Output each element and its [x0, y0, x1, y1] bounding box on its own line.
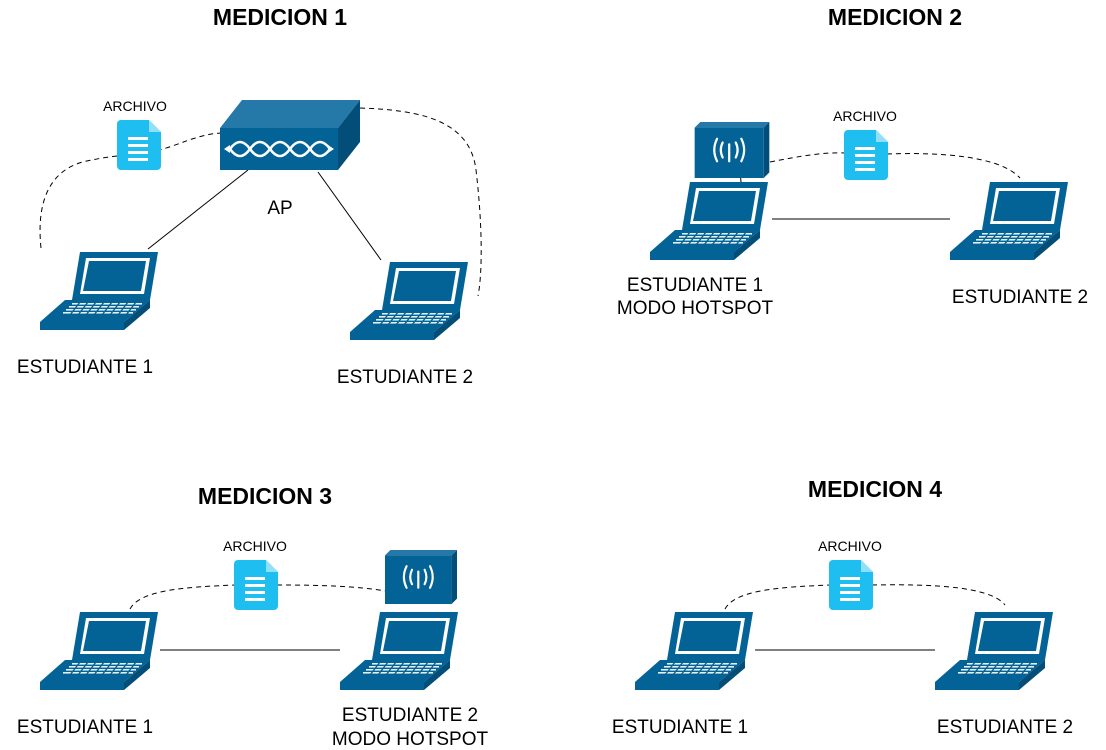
panel-title: MEDICION 3 [198, 483, 332, 509]
student-2-mode-label: MODO HOTSPOT [332, 729, 489, 750]
laptop-icon [935, 611, 1054, 690]
panel-medicion-4: MEDICION 4 ARCHIVO ESTUDIANTE 1 ESTUDIAN… [612, 476, 1073, 738]
transfer-path-return [276, 584, 387, 592]
student-1-label: ESTUDIANTE 1 [17, 717, 153, 738]
transfer-path [129, 584, 236, 610]
wireless-hotspot-icon [694, 122, 770, 178]
laptop-icon [950, 181, 1069, 260]
student-1-label: ESTUDIANTE 1 [17, 357, 153, 378]
panel-title: MEDICION 4 [808, 476, 942, 502]
student-2-label: ESTUDIANTE 2 [337, 367, 473, 388]
panel-medicion-1: MEDICION 1 AP ARCHIVO ESTUDIANTE 1 ESTUD… [17, 4, 482, 388]
access-point-icon [220, 100, 360, 170]
file-icon [829, 560, 873, 610]
laptop-icon [650, 181, 769, 260]
file-icon [234, 560, 278, 610]
student-1-mode-label: MODO HOTSPOT [617, 298, 774, 319]
file-label: ARCHIVO [223, 538, 287, 554]
transfer-path-return [359, 107, 482, 297]
link-ap-student2 [317, 171, 382, 261]
transfer-path [724, 584, 831, 610]
student-1-label: ESTUDIANTE 1 [627, 275, 763, 296]
panel-medicion-3: MEDICION 3 ARCHIVO ESTUDIANTE 1 ESTUDIAN… [17, 483, 489, 750]
transfer-path-return [871, 584, 1006, 606]
transfer-path [769, 152, 846, 163]
panel-title: MEDICION 1 [213, 4, 347, 30]
file-icon [844, 130, 888, 180]
file-label: ARCHIVO [833, 108, 897, 124]
file-label: ARCHIVO [103, 98, 167, 114]
student-2-label: ESTUDIANTE 2 [952, 287, 1088, 308]
student-2-label: ESTUDIANTE 2 [342, 705, 478, 726]
laptop-icon [350, 261, 469, 340]
transfer-path-return [886, 153, 1021, 179]
file-icon [117, 120, 161, 170]
laptop-icon [340, 611, 459, 690]
laptop-icon [40, 251, 159, 330]
student-1-label: ESTUDIANTE 1 [612, 717, 748, 738]
link-ap-student1 [147, 169, 249, 250]
laptop-icon [40, 611, 159, 690]
student-2-label: ESTUDIANTE 2 [937, 717, 1073, 738]
ap-label: AP [267, 198, 292, 219]
panel-title: MEDICION 2 [828, 4, 962, 30]
wireless-hotspot-icon [383, 550, 459, 604]
panel-medicion-2: MEDICION 2 ARCHIVO ESTUDIANTE 1 MODO HOT… [617, 4, 1088, 319]
transfer-path [39, 132, 223, 249]
file-label: ARCHIVO [818, 538, 882, 554]
laptop-icon [635, 611, 754, 690]
